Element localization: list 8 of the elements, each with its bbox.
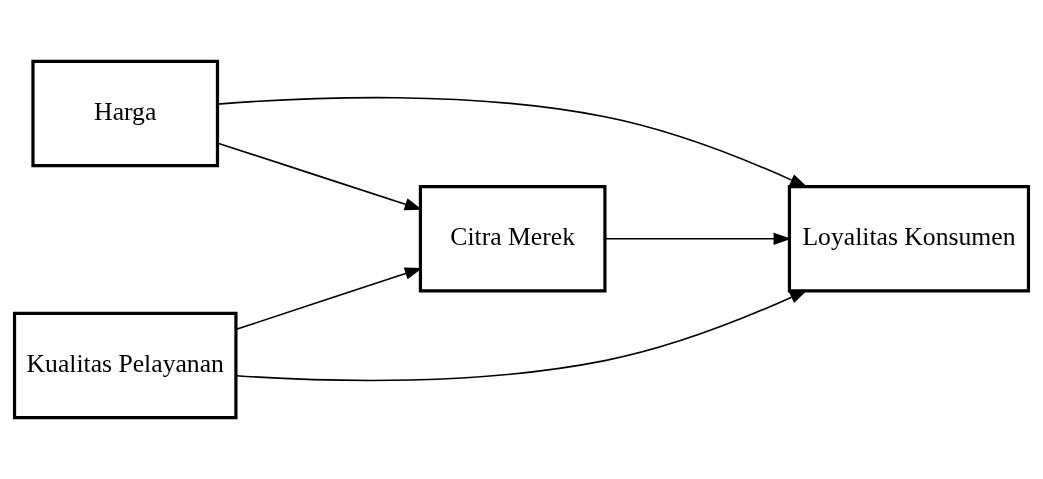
node-box: Kualitas Pelayanan bbox=[12, 311, 238, 420]
arrow bbox=[235, 267, 423, 331]
node-box: Loyalitas Konsumen bbox=[787, 184, 1031, 293]
arrow bbox=[216, 96, 808, 188]
arrow bbox=[235, 289, 808, 382]
arrow bbox=[217, 142, 423, 211]
node-box: Harga bbox=[31, 59, 220, 168]
node-box: Citra Merek bbox=[418, 184, 607, 293]
